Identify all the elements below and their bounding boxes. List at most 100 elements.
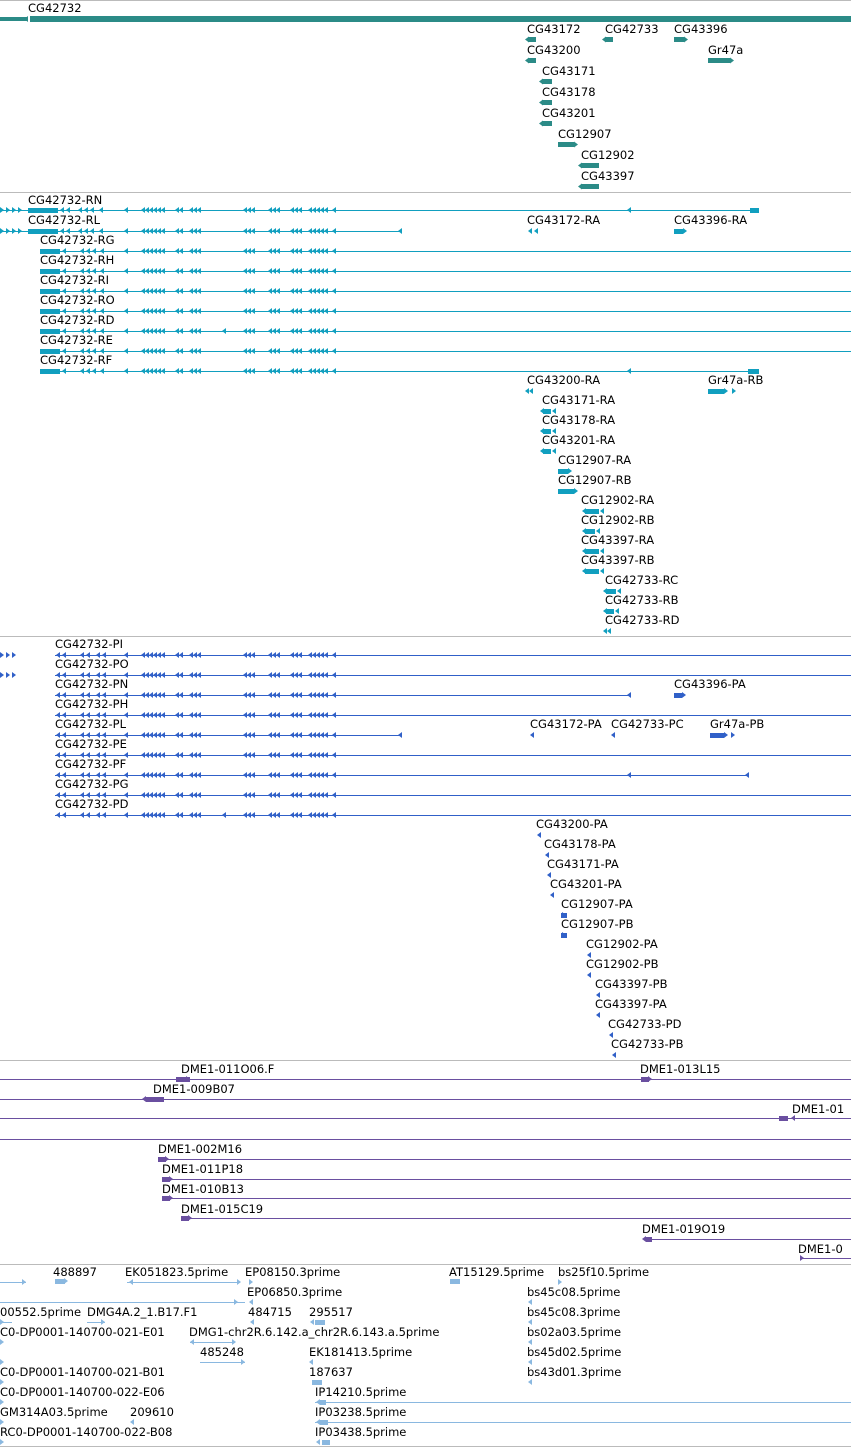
exon-arrow[interactable] bbox=[243, 792, 247, 798]
feature-label-ip03238-5prime[interactable]: IP03238.5prime bbox=[315, 1405, 407, 1419]
feature-label-cg43171-ra[interactable]: CG43171-RA bbox=[542, 393, 616, 407]
exon-arrow[interactable] bbox=[141, 348, 145, 354]
strand-arrow[interactable] bbox=[528, 1359, 532, 1365]
exon-arrow[interactable] bbox=[243, 308, 247, 314]
exon-arrow[interactable] bbox=[276, 288, 280, 294]
exon-arrow[interactable] bbox=[141, 812, 145, 818]
exon-arrow[interactable] bbox=[80, 652, 84, 658]
feature-label-dme1-01[interactable]: DME1-01 bbox=[792, 1102, 845, 1116]
exon-arrow[interactable] bbox=[102, 732, 106, 738]
exon-arrow[interactable] bbox=[62, 672, 66, 678]
exon-arrow[interactable] bbox=[62, 348, 66, 354]
strand-arrow[interactable] bbox=[574, 488, 578, 494]
exon-arrow[interactable] bbox=[100, 348, 104, 354]
strand-arrow[interactable] bbox=[0, 1359, 4, 1365]
feature-block[interactable] bbox=[40, 369, 60, 374]
exon-arrow[interactable] bbox=[161, 268, 165, 274]
exon-arrow[interactable] bbox=[272, 288, 276, 294]
exon-arrow[interactable] bbox=[251, 248, 255, 254]
exon-arrow[interactable] bbox=[298, 812, 302, 818]
exon-arrow[interactable] bbox=[96, 672, 100, 678]
exon-arrow[interactable] bbox=[175, 672, 179, 678]
exon-arrow[interactable] bbox=[157, 308, 161, 314]
feature-label-dme1-015c19[interactable]: DME1-015C19 bbox=[181, 1202, 264, 1216]
exon-arrow[interactable] bbox=[175, 328, 179, 334]
exon-arrow[interactable] bbox=[78, 207, 82, 213]
exon-arrow[interactable] bbox=[92, 248, 96, 254]
exon-arrow[interactable] bbox=[145, 772, 149, 778]
exon-arrow[interactable] bbox=[268, 692, 272, 698]
exon-arrow[interactable] bbox=[92, 348, 96, 354]
exon-arrow[interactable] bbox=[247, 732, 251, 738]
strand-arrow[interactable] bbox=[0, 1439, 4, 1445]
exon-arrow[interactable] bbox=[247, 308, 251, 314]
exon-arrow[interactable] bbox=[149, 308, 153, 314]
gene-CG42733[interactable] bbox=[605, 37, 613, 42]
exon-arrow[interactable] bbox=[197, 652, 201, 658]
strand-arrow[interactable] bbox=[682, 692, 686, 698]
exon-arrow[interactable] bbox=[124, 752, 128, 758]
exon-arrow[interactable] bbox=[298, 368, 302, 374]
exon-arrow[interactable] bbox=[153, 812, 157, 818]
exon-arrow[interactable] bbox=[80, 308, 84, 314]
exon-arrow[interactable] bbox=[153, 248, 157, 254]
gene-CG12902[interactable] bbox=[581, 163, 599, 168]
exon-arrow[interactable] bbox=[175, 268, 179, 274]
exon-arrow[interactable] bbox=[149, 772, 153, 778]
exon-arrow[interactable] bbox=[179, 288, 183, 294]
exon-arrow[interactable] bbox=[247, 692, 251, 698]
strand-arrow[interactable] bbox=[648, 1076, 652, 1082]
exon-arrow[interactable] bbox=[161, 792, 165, 798]
feature-label-488897[interactable]: 488897 bbox=[53, 1265, 97, 1279]
strand-arrow[interactable] bbox=[188, 1215, 192, 1221]
exon-arrow[interactable] bbox=[153, 792, 157, 798]
exon-arrow[interactable] bbox=[102, 712, 106, 718]
exon-arrow[interactable] bbox=[189, 368, 193, 374]
feature-label-cg43201-ra[interactable]: CG43201-RA bbox=[542, 433, 616, 447]
gene-CG43396[interactable] bbox=[674, 37, 684, 42]
feature-label-ep06850-3prime[interactable]: EP06850.3prime bbox=[247, 1285, 343, 1299]
exon-arrow[interactable] bbox=[294, 752, 298, 758]
exon-arrow[interactable] bbox=[332, 288, 336, 294]
feature-label-cg43397-pa[interactable]: CG43397-PA bbox=[595, 997, 667, 1011]
exon-arrow[interactable] bbox=[251, 348, 255, 354]
exon-arrow[interactable] bbox=[6, 207, 10, 213]
exon-arrow[interactable] bbox=[312, 308, 316, 314]
exon-arrow[interactable] bbox=[12, 207, 16, 213]
exon-arrow[interactable] bbox=[290, 712, 294, 718]
strand-arrow[interactable] bbox=[165, 1156, 169, 1162]
strand-arrow[interactable] bbox=[222, 812, 226, 818]
exon-arrow[interactable] bbox=[298, 672, 302, 678]
strand-arrow[interactable] bbox=[552, 428, 556, 434]
exon-arrow[interactable] bbox=[62, 772, 66, 778]
exon-arrow[interactable] bbox=[193, 792, 197, 798]
feature-label-cg42732-pg[interactable]: CG42732-PG bbox=[55, 777, 129, 791]
exon-arrow[interactable] bbox=[193, 732, 197, 738]
exon-arrow[interactable] bbox=[290, 772, 294, 778]
exon-arrow[interactable] bbox=[86, 812, 90, 818]
exon-arrow[interactable] bbox=[320, 652, 324, 658]
feature-label-cg42732-pd[interactable]: CG42732-PD bbox=[55, 797, 129, 811]
exon-arrow[interactable] bbox=[149, 348, 153, 354]
strand-arrow[interactable] bbox=[574, 141, 578, 148]
exon-arrow[interactable] bbox=[175, 348, 179, 354]
gene-CG43200[interactable] bbox=[528, 58, 536, 63]
exon-arrow[interactable] bbox=[298, 248, 302, 254]
exon-arrow[interactable] bbox=[175, 732, 179, 738]
exon-arrow[interactable] bbox=[294, 732, 298, 738]
exon-arrow[interactable] bbox=[96, 772, 100, 778]
exon-arrow[interactable] bbox=[56, 792, 60, 798]
exon-arrow[interactable] bbox=[197, 792, 201, 798]
exon-arrow[interactable] bbox=[78, 228, 82, 234]
feature-label-cg42732-rn[interactable]: CG42732-RN bbox=[28, 193, 103, 207]
feature-label-gr47a-rb[interactable]: Gr47a-RB bbox=[708, 373, 764, 387]
feature-label-c0-dp0001-140700-021-e01[interactable]: C0-DP0001-140700-021-E01 bbox=[0, 1325, 165, 1339]
exon-arrow[interactable] bbox=[18, 228, 22, 234]
feature-label-cg43397-ra[interactable]: CG43397-RA bbox=[581, 533, 655, 547]
feature-block[interactable] bbox=[28, 229, 58, 234]
exon-arrow[interactable] bbox=[189, 348, 193, 354]
exon-arrow[interactable] bbox=[276, 772, 280, 778]
exon-arrow[interactable] bbox=[102, 692, 106, 698]
exon-arrow[interactable] bbox=[80, 792, 84, 798]
strand-arrow[interactable] bbox=[309, 1359, 313, 1365]
